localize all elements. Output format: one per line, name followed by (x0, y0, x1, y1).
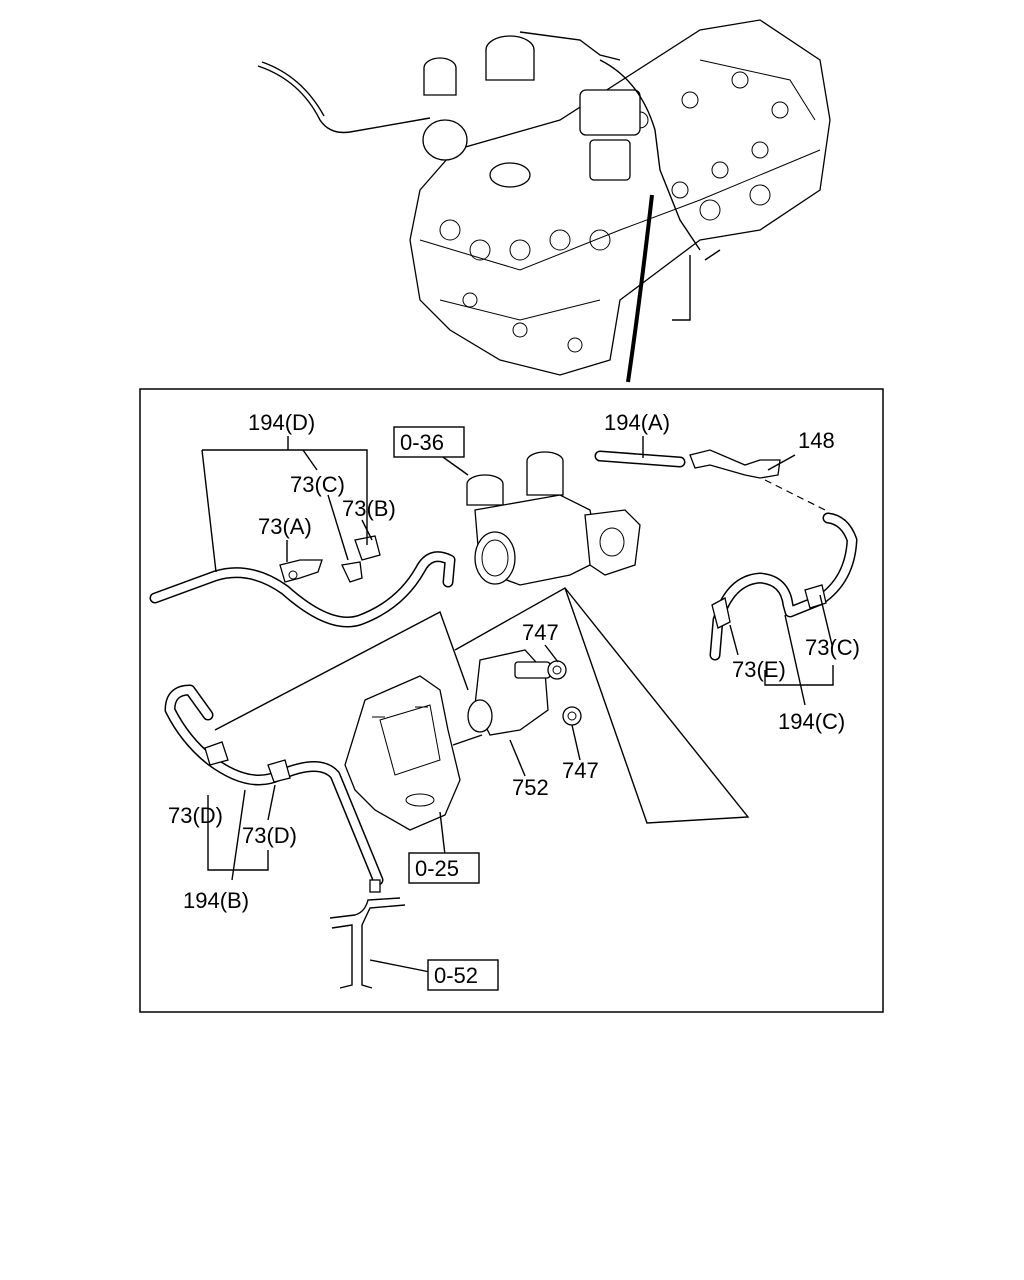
label-73c-right: 73(C) (805, 635, 860, 660)
hose-194d (149, 551, 456, 628)
detail-frame (139, 388, 884, 1013)
label-73e: 73(E) (732, 657, 786, 682)
ref-box-025 (408, 852, 480, 884)
clip-73b (354, 535, 381, 561)
pipe-assembly (329, 879, 406, 989)
label-73a: 73(A) (258, 514, 312, 539)
nut-747-top (547, 660, 567, 680)
clip-73c-left (341, 561, 363, 583)
hose-194a (594, 450, 686, 468)
label-194d: 194(D) (248, 410, 315, 435)
bracket-148 (689, 449, 781, 479)
nut-747-bottom (562, 706, 582, 726)
label-73c-left: 73(C) (290, 472, 345, 497)
ref-label-036: 0-36 (400, 430, 444, 455)
label-752: 752 (512, 775, 549, 800)
label-73d-left: 73(D) (168, 803, 223, 828)
engine-overview (257, 19, 831, 383)
ref-box-052 (427, 959, 499, 991)
ref-label-052: 0-52 (434, 963, 478, 988)
label-73b: 73(B) (342, 496, 396, 521)
clip-73e (711, 597, 731, 629)
label-194b: 194(B) (183, 888, 249, 913)
solenoid-valve-752 (467, 649, 551, 736)
hose-194c (709, 512, 858, 661)
clip-73a (279, 559, 323, 583)
ref-box-036 (393, 426, 465, 458)
label-73d-right: 73(D) (242, 823, 297, 848)
label-148: 148 (798, 428, 835, 453)
label-747-bottom: 747 (562, 758, 599, 783)
clip-73d-right (267, 759, 291, 783)
mounting-bracket (344, 675, 461, 831)
label-194c: 194(C) (778, 709, 845, 734)
label-747-top: 747 (522, 620, 559, 645)
clip-73d-left (204, 741, 229, 766)
hose-194b (164, 684, 384, 886)
label-194a: 194(A) (604, 410, 670, 435)
ref-label-025: 0-25 (415, 856, 459, 881)
turbocharger (466, 451, 641, 586)
clip-73c-right (804, 584, 827, 609)
